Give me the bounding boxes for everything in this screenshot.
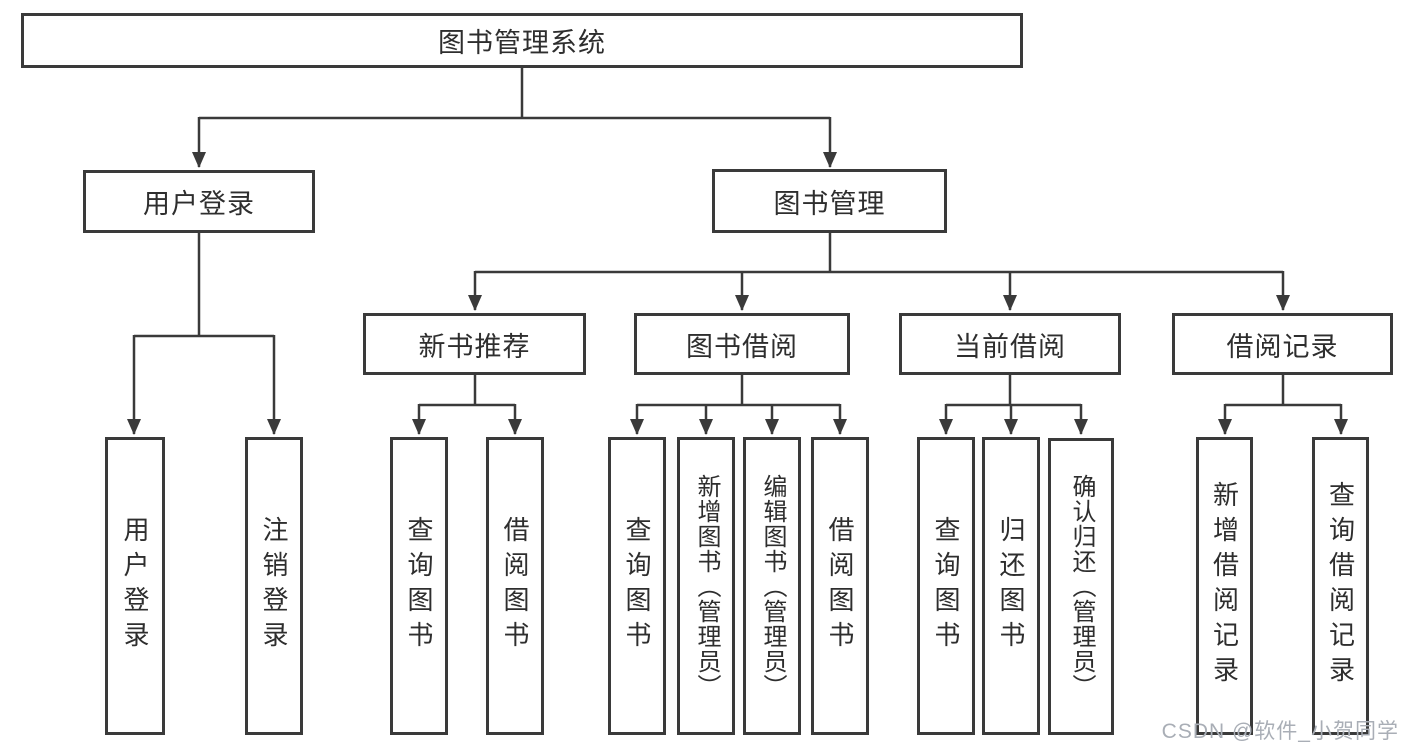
node-leaf-rec-query-books: 查询图书 xyxy=(390,437,448,735)
node-leaf-borrow-add-books-admin: 新增图书（管理员） xyxy=(677,437,735,735)
node-leaf-borrow-borrow-books: 借阅图书 xyxy=(811,437,869,735)
node-leaf-logout: 注销登录 xyxy=(245,437,303,735)
node-leaf-borrow-query-books: 查询图书 xyxy=(608,437,666,735)
node-leaf-rec-borrow-books: 借阅图书 xyxy=(486,437,544,735)
node-book-borrowing: 图书借阅 xyxy=(634,313,850,375)
node-leaf-current-return-books: 归还图书 xyxy=(982,437,1040,735)
node-library-system-root: 图书管理系统 xyxy=(21,13,1023,68)
node-leaf-current-query-books: 查询图书 xyxy=(917,437,975,735)
node-user-login: 用户登录 xyxy=(83,170,315,233)
node-borrowing-records: 借阅记录 xyxy=(1172,313,1393,375)
node-leaf-user-login: 用户登录 xyxy=(105,437,165,735)
node-leaf-record-add: 新增借阅记录 xyxy=(1196,437,1253,735)
csdn-watermark: CSDN @软件_小贺同学 xyxy=(1161,720,1399,743)
node-new-book-recommend: 新书推荐 xyxy=(363,313,586,375)
node-leaf-record-query: 查询借阅记录 xyxy=(1312,437,1369,735)
node-current-borrowing: 当前借阅 xyxy=(899,313,1121,375)
node-leaf-borrow-edit-books-admin: 编辑图书（管理员） xyxy=(743,437,801,735)
node-leaf-current-confirm-return-admin: 确认归还（管理员） xyxy=(1048,438,1114,735)
node-book-management: 图书管理 xyxy=(712,169,947,233)
